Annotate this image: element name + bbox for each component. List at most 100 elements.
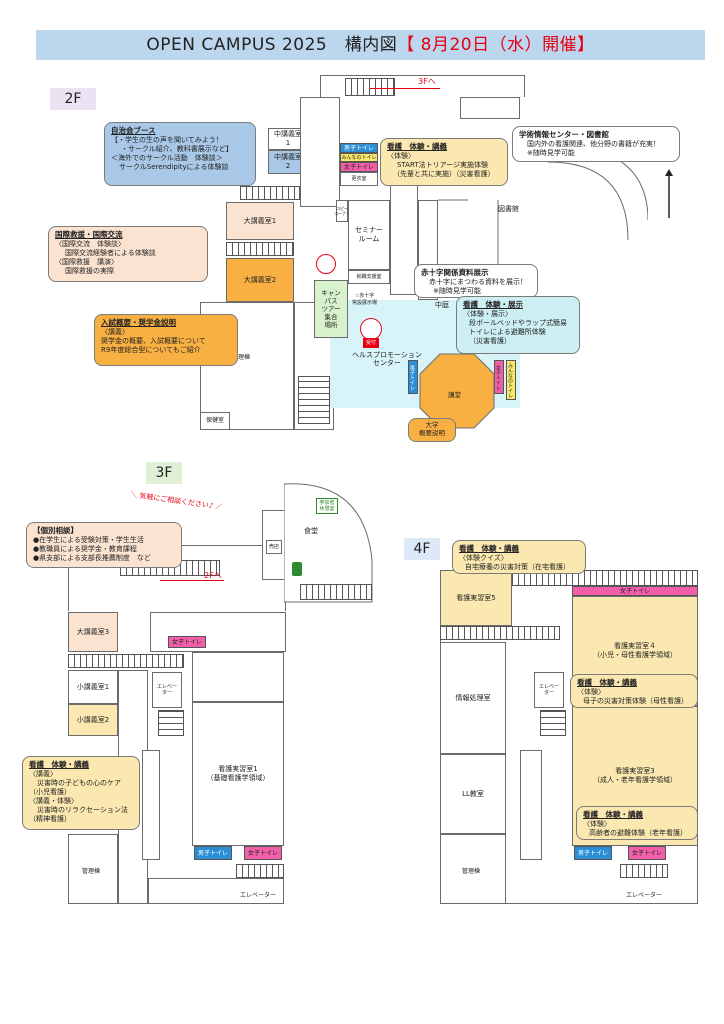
callout-jichikai-line: ・サークル紹介、教科書展示など】 (121, 144, 233, 153)
floor2-female-wc: 女子トイレ (340, 162, 378, 172)
floor4-room-joho: 情報処理室 (440, 642, 506, 754)
floor3-elevator-label: エレベーター (240, 892, 277, 899)
floor2-copy-corner: コピー コーナー (334, 200, 350, 222)
floor2-nakaniwa-label: 中庭 (435, 301, 449, 309)
floor2-room-shushoku: 就職支援室 (348, 270, 390, 284)
floor2-koudou-shape (419, 353, 495, 429)
floor4-stairs-elev (540, 710, 566, 736)
floor3-female-wc-top: 女子トイレ (168, 636, 206, 648)
floor2-minna-wc-2: みんなのトイレ (506, 360, 516, 400)
floor4-stairs-left (440, 626, 560, 640)
callout-kango-2f-2-line: （災害看護） (469, 337, 511, 346)
floor-2f-tag: 2F (50, 88, 96, 110)
callout-kango-2f-1: 看護 体験・講義 〈体験〉 START法トリアージ実施体験 （先輩と共に実施）（… (380, 138, 508, 186)
floor2-male-wc: 男子トイレ (340, 143, 378, 153)
callout-kango-4f-2-head: 看護 体験・講義 (577, 678, 637, 687)
floor3-wall-narrow (142, 750, 160, 860)
callout-gakujutsu-line: ※随時見学可能 (527, 148, 575, 157)
floor2-room-hoken: 保健室 (200, 412, 230, 430)
floor3-shokudo-outline (284, 483, 373, 603)
mascot-icon-tour (316, 254, 336, 274)
callout-nyushi-line: R9年度総合型についてもご紹介 (101, 345, 201, 354)
floor2-male-wc-2: 男子トイレ (408, 360, 418, 394)
floor3-kanri-block (68, 834, 118, 904)
floor2-sekijuji-small: ☆赤十字 常設展示場 (352, 293, 378, 306)
floor2-stairs-top (345, 78, 395, 96)
callout-kobetsu: 【個別相談】 ●在学生による受験対策・学生生活 ●教職員による奨学金・教育課程 … (26, 522, 182, 568)
callout-kokusai-line: 国際救援の実際 (65, 267, 114, 276)
floor2-arrow-3f-label: 3Fへ (418, 77, 436, 86)
callout-kobetsu-line: ●在学生による受験対策・学生生活 (33, 535, 144, 544)
floor2-kanri-label: 管理棟 (232, 354, 251, 361)
callout-kango-4f-1-line: 〈体験クイズ〉 (459, 553, 508, 562)
callout-kango-2f-2-line: トイレによる避難所体験 (469, 327, 546, 336)
callout-jichikai-line: 【・学生の生の声を聞いてみよう！ (111, 135, 223, 144)
page-title: OPEN CAMPUS 2025 構内図【 8月20日（水）開催】 (36, 30, 705, 60)
floor4-female-wc: 女子トイレ (628, 846, 666, 860)
callout-kango-4f-3-line: 高齢者の避難体験（老年看護） (589, 828, 687, 837)
floor3-arrow-2f (160, 580, 224, 581)
floor3-room-daikougi3: 大講義室3 (68, 612, 118, 652)
floor3-male-wc: 男子トイレ (194, 846, 232, 860)
callout-kango-2f-2-head: 看護 体験・展示 (463, 300, 523, 309)
callout-kango-2f-1-line: START法トリアージ実施体験 (397, 160, 489, 169)
callout-kango-4f-3: 看護 体験・講義 〈体験〉 高齢者の避難体験（老年看護） (576, 806, 698, 840)
floor2-campus-tour: キャン パス ツアー 集合 場所 (314, 280, 348, 338)
floor3-female-wc-bottom: 女子トイレ (244, 846, 282, 860)
callout-kango-2f-1-head: 看護 体験・講義 (387, 142, 447, 151)
callout-kango-4f-2-line: 〈体験〉 (577, 687, 605, 696)
floor3-room-jisshu1: 看護実習室1 （基礎看護学領域） (192, 702, 284, 846)
callout-kango-2f-2-line: 段ボールベッドやラップ式簡易 (469, 318, 567, 327)
floor2-arrow-3f (370, 88, 440, 89)
callout-nyushi-line: 〈講義〉 (101, 327, 129, 336)
floor2-room-chukougi1: 中講義室 1 (268, 128, 308, 150)
callout-kango-2f-1-line: （先輩と共に実施）（災害看護） (393, 169, 495, 178)
floor3-kanri-label: 管理棟 (82, 868, 101, 875)
floor-3f-tag: 3F (146, 462, 182, 484)
callout-kango-3f-line: 〈講義〉 (29, 769, 57, 778)
callout-kango-4f-1: 看護 体験・講義 〈体験クイズ〉 自宅療養の災害対策（在宅看護） (452, 540, 586, 574)
floor4-stairs-top (512, 570, 698, 586)
callout-kango-2f-2-line: 〈体験・展示〉 (463, 309, 512, 318)
callout-kango-4f-3-head: 看護 体験・講義 (583, 810, 643, 819)
title-main: OPEN CAMPUS 2025 構内図 (146, 35, 398, 55)
floor3-shokudo-label: 食堂 (304, 527, 318, 535)
callout-kobetsu-line: ●県支部による支部長推薦制度 など (33, 553, 151, 562)
floor3-stairs-bottom (236, 864, 284, 878)
floor2-corridor-center (390, 185, 418, 295)
callout-kango-3f: 看護 体験・講義 〈講義〉 災害時の子どもの心のケア （小児看護） 〈講義・体験… (22, 756, 140, 830)
floor3-stairs-left (68, 654, 184, 668)
title-bar (36, 30, 705, 60)
floor3-arrow-2f-label: 2Fへ (204, 571, 222, 580)
floor4-female-wc-top: 女子トイレ (572, 586, 698, 596)
floor3-sankasha: 参加者 休憩室 (316, 498, 338, 514)
callout-kango-3f-line: 災害時のリラクセーション法 (37, 806, 128, 815)
floor2-room-seminar: セミナー ルーム (348, 200, 390, 270)
callout-kango-4f-2-line: 母子の災害対策体験（母性看護） (583, 696, 688, 705)
callout-kango-3f-line: （精神看護） (29, 815, 71, 824)
mascot-icon (360, 318, 382, 340)
floor2-room-koui: 更衣室 (340, 172, 378, 186)
callout-jichikai-head: 自治会ブース (111, 126, 156, 135)
callout-jichikai: 自治会ブース 【・学生の生の声を聞いてみよう！ ・サークル紹介、教科書展示など】… (104, 122, 256, 186)
floor4-room-jisshu5: 看護実習室5 (440, 570, 512, 626)
trash-icon (292, 562, 302, 576)
callout-daigaku: 大学 概要説明 (408, 418, 456, 442)
callout-kango-3f-head: 看護 体験・講義 (29, 760, 89, 769)
callout-kango-3f-line: 災害時の子どもの心のケア (37, 778, 121, 787)
callout-kango-2f-1-line: 〈体験〉 (387, 151, 415, 160)
floor2-room-daikougi2: 大講義室2 (226, 258, 294, 302)
floor4-wall-narrow (520, 750, 542, 860)
callout-kokusai-line: 〈国際救援 講演〉 (55, 257, 118, 266)
title-date: 【 8月20日（水）開催】 (397, 35, 595, 55)
callout-jichikai-line: サークルSerendipityによる体験談 (119, 163, 229, 172)
floor2-stairs-mid (240, 186, 300, 200)
floor3-elevator-small: エレベー ター (152, 672, 182, 708)
callout-kobetsu-line: ●教職員による奨学金・教育課程 (33, 544, 137, 553)
floor2-health-label: ヘルスプロモーション センター (352, 351, 422, 368)
callout-sekijuji-line: 赤十字にまつわる資料を展示！ (429, 277, 527, 286)
floor4-kanri-block (440, 834, 506, 904)
callout-gakujutsu-line: 国内外の看護関連、他分野の書籍が充実！ (527, 139, 660, 148)
callout-kango-4f-3-line: 〈体験〉 (583, 819, 611, 828)
callout-kango-2f-2: 看護 体験・展示 〈体験・展示〉 段ボールベッドやラップ式簡易 トイレによる避難… (456, 296, 580, 354)
